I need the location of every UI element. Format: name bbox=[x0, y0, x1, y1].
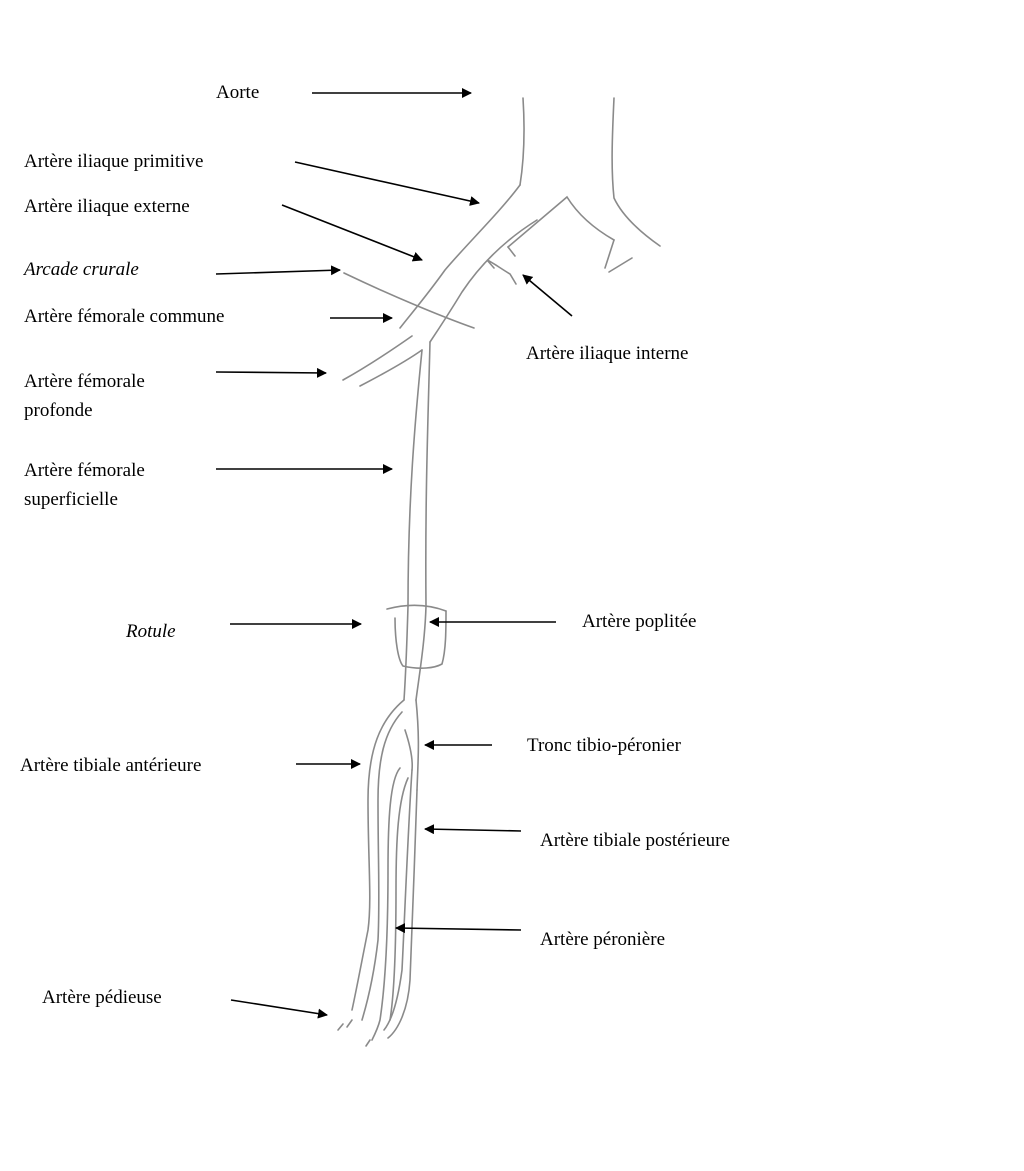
label-poplitee: Artère poplitée bbox=[582, 611, 696, 631]
label-iliaque-externe: Artère iliaque externe bbox=[24, 196, 190, 218]
pedieuse-dash-2 bbox=[347, 1020, 352, 1027]
artery-sketch bbox=[338, 98, 660, 1046]
label-femorale-superficielle-line2: superficielle bbox=[24, 489, 118, 509]
sfa-right-wall bbox=[426, 342, 430, 606]
label-tibiale-posterieure: Artère tibiale postérieure bbox=[540, 830, 730, 850]
label-femorale-profonde-line1: Artère fémorale bbox=[24, 371, 145, 393]
arrow-femorale-profonde bbox=[216, 372, 326, 373]
label-arcade-crurale: Arcade crurale bbox=[24, 259, 139, 281]
label-pedieuse: Artère pédieuse bbox=[42, 987, 162, 1007]
rotule-outline bbox=[395, 611, 446, 668]
profunda-lower-wall bbox=[360, 350, 422, 386]
label-femorale-superficielle-line1: Artère fémorale bbox=[24, 460, 145, 482]
label-iliaque-interne: Artère iliaque interne bbox=[526, 343, 688, 363]
pedieuse-dash-3 bbox=[366, 1040, 370, 1046]
pedieuse-dash-1 bbox=[338, 1024, 343, 1030]
aorta-left-wall bbox=[520, 98, 524, 185]
label-peroniere: Artère péronière bbox=[540, 929, 665, 949]
internal-iliac-branch bbox=[605, 240, 614, 268]
internal-iliac-tip bbox=[508, 247, 515, 256]
iliac-inner-wall bbox=[430, 220, 537, 342]
popliteal-right-wall bbox=[416, 606, 426, 700]
arcade-crurale-line bbox=[344, 273, 474, 328]
label-femorale-commune: Artère fémorale commune bbox=[24, 306, 224, 328]
popliteal-left-wall bbox=[404, 606, 408, 700]
label-tibiale-anterieure: Artère tibiale antérieure bbox=[20, 755, 201, 777]
arrow-tibiale-posterieure bbox=[425, 829, 521, 831]
trunk-inner-wall bbox=[405, 730, 412, 770]
aorta-right-wall bbox=[612, 98, 660, 246]
arrows bbox=[216, 93, 572, 1015]
arrow-iliaque-interne bbox=[523, 275, 572, 316]
label-iliaque-primitive: Artère iliaque primitive bbox=[24, 151, 203, 171]
arrow-pedieuse bbox=[231, 1000, 327, 1015]
arrow-iliaque-externe bbox=[282, 205, 422, 260]
internal-iliac-lower bbox=[487, 260, 516, 284]
arrow-arcade-crurale bbox=[216, 270, 340, 274]
tibio-peroneal-trunk bbox=[416, 700, 418, 790]
label-femorale-profonde-line2: profonde bbox=[24, 400, 93, 420]
internal-iliac-upper bbox=[508, 197, 614, 247]
contralateral-stub bbox=[609, 258, 632, 272]
arrow-peroniere bbox=[396, 928, 521, 930]
sfa-left-wall bbox=[408, 350, 422, 606]
rotule-top bbox=[387, 605, 446, 611]
arrow-iliaque-primitive bbox=[295, 162, 479, 203]
label-aorte: Aorte bbox=[216, 82, 259, 104]
profunda-upper-wall bbox=[343, 336, 412, 380]
label-rotule: Rotule bbox=[126, 621, 176, 643]
label-tronc-tibio-peronier: Tronc tibio-péronier bbox=[527, 735, 771, 755]
